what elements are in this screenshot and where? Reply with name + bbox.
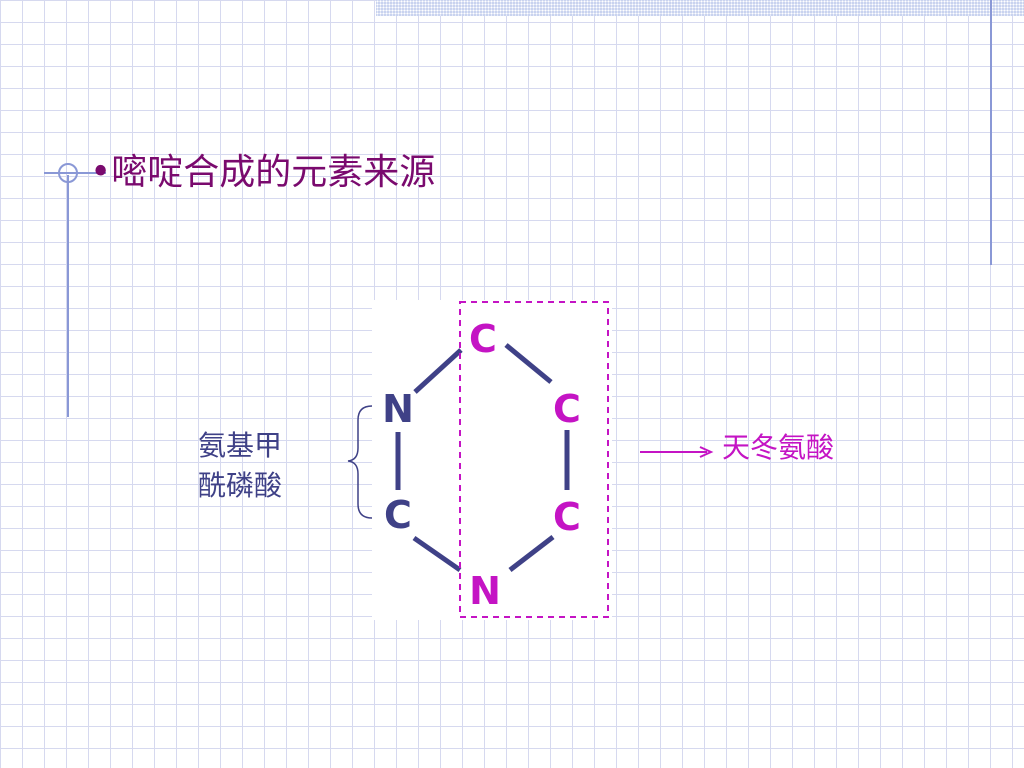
carbamoyl-phosphate-label: 氨基甲 酰磷酸 [198, 426, 318, 506]
left-decorative-line [67, 175, 69, 417]
left-brace [347, 405, 373, 519]
carbamoyl-phosphate-label-line-1: 氨基甲 [198, 429, 283, 462]
diagram-background [372, 300, 612, 620]
aspartate-label: 天冬氨酸 [722, 431, 835, 464]
carbamoyl-phosphate-label-line-2: 酰磷酸 [198, 469, 283, 502]
arrow-head [699, 446, 714, 458]
top-decorative-bar [376, 0, 1024, 16]
right-decorative-line [990, 0, 992, 265]
slide-title: •嘧啶合成的元素来源 [90, 152, 436, 193]
crosshair-icon [58, 163, 78, 183]
